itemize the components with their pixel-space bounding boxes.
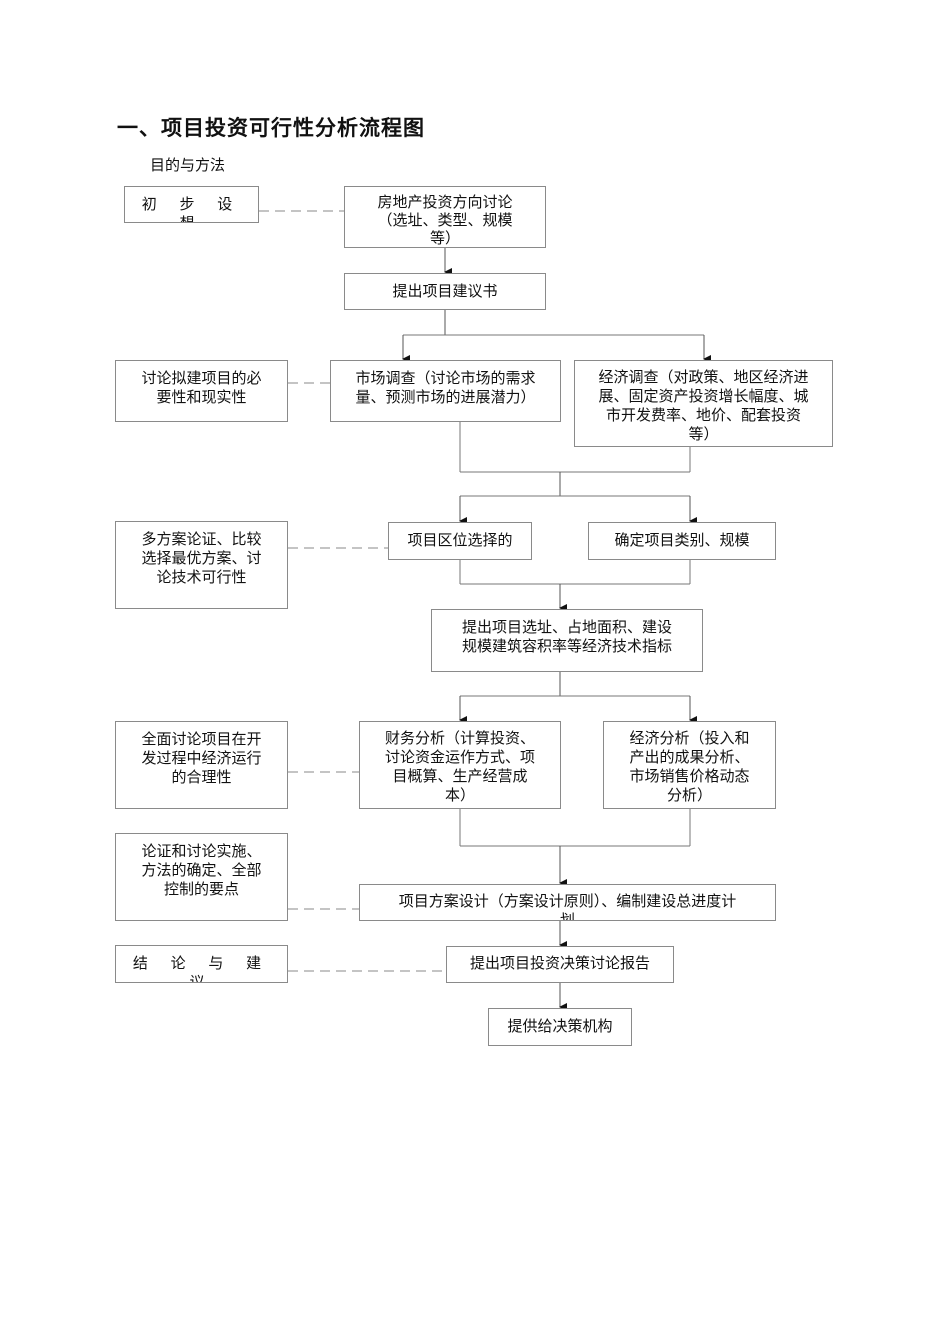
left-box-economic-rationality: 全面讨论项目在开 发过程中经济运行 的合理性 <box>115 721 288 809</box>
flow-box-indicators: 提出项目选址、占地面积、建设 规模建筑容积率等经济技术指标 <box>431 609 703 672</box>
subtitle: 目的与方法 <box>150 156 226 174</box>
flow-box-decision-report: 提出项目投资决策讨论报告 <box>446 946 674 983</box>
left-box-conclusion: 结 论 与 建 议 <box>115 945 288 983</box>
flow-box-decision-body: 提供给决策机构 <box>488 1008 632 1046</box>
flow-box-economic-analysis: 经济分析（投入和 产出的成果分析、 市场销售价格动态 分析） <box>603 721 776 809</box>
flow-box-investment-direction: 房地产投资方向讨论 （选址、类型、规模 等） <box>344 186 546 248</box>
left-box-preliminary-idea: 初 步 设 想 <box>124 186 259 223</box>
flow-box-financial-analysis: 财务分析（计算投资、 讨论资金运作方式、项 目概算、生产经营成 本） <box>359 721 561 809</box>
page-title: 一、项目投资可行性分析流程图 <box>117 116 425 140</box>
left-box-multi-plan: 多方案论证、比较 选择最优方案、讨 论技术可行性 <box>115 521 288 609</box>
flow-box-proposal: 提出项目建议书 <box>344 273 546 310</box>
flow-box-market-survey: 市场调查（讨论市场的需求 量、预测市场的进展潜力） <box>330 360 561 422</box>
left-box-implementation: 论证和讨论实施、 方法的确定、全部 控制的要点 <box>115 833 288 921</box>
flow-box-plan-design: 项目方案设计（方案设计原则）、编制建设总进度计 划 <box>359 884 776 921</box>
flow-box-location: 项目区位选择的 <box>388 522 532 560</box>
left-box-necessity: 讨论拟建项目的必 要性和现实性 <box>115 360 288 422</box>
flow-box-economic-survey: 经济调查（对政策、地区经济进 展、固定资产投资增长幅度、城 市开发费率、地价、配… <box>574 360 833 447</box>
flow-box-category-scale: 确定项目类别、规模 <box>588 522 776 560</box>
